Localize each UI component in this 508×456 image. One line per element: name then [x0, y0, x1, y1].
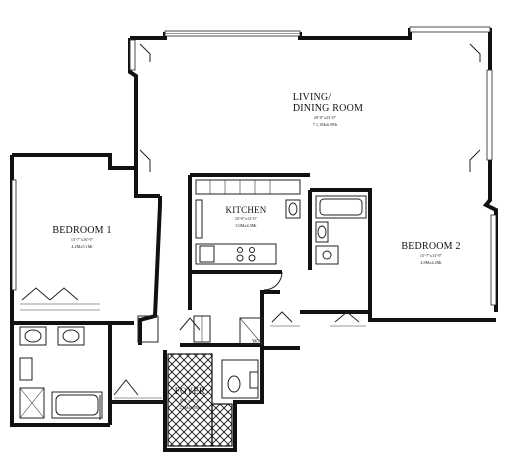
bedroom-2-dims-imperial: 15'-7"x13'-9" [420, 253, 443, 258]
room-labels: LIVING/ DINING ROOM 20'-0"x23'-0" 7.1.1M… [52, 92, 460, 410]
interior-walls [12, 173, 372, 402]
kitchen-dims-metric: 3.0Mx4.0Mt [235, 223, 257, 228]
kitchen-fixtures [195, 179, 301, 265]
kitchen-name: KITCHEN [226, 205, 267, 215]
foyer-name: FOYER [175, 386, 206, 396]
living-room-name-line2: DINING ROOM [293, 103, 363, 114]
living-room-dims-metric: 7.1.1Mx6.9Mt [313, 122, 338, 127]
bedroom-1-name: BEDROOM 1 [52, 225, 111, 236]
foyer-floor [167, 353, 233, 447]
foyer-dims-imperial: 8'-4"x12'-5" [180, 398, 201, 403]
foyer-dims-metric: 2.5Mx3.8Mt [179, 405, 201, 410]
kitchen-dims-imperial: 10'-0"x13'-0" [235, 216, 258, 221]
bathroom-2-fixtures [315, 195, 367, 265]
living-room-name-line1: LIVING/ [293, 92, 332, 103]
closets-doors [113, 271, 366, 403]
living-room-dims-imperial: 20'-0"x23'-0" [314, 115, 337, 120]
bedroom-2-windows [11, 179, 497, 306]
bedroom-2-name: BEDROOM 2 [401, 241, 460, 252]
bedroom-1-dims-metric: 4.2Mx5.1Mt [71, 244, 93, 249]
bedroom-1-dims-imperial: 13'-7"x16'-9" [71, 237, 94, 242]
washer-dryer-label: W/D [252, 339, 264, 345]
living-room-windows [129, 26, 493, 172]
bedroom-1-bath [19, 287, 103, 420]
bedroom-2-dims-metric: 4.8Mx4.2Mt [420, 260, 442, 265]
